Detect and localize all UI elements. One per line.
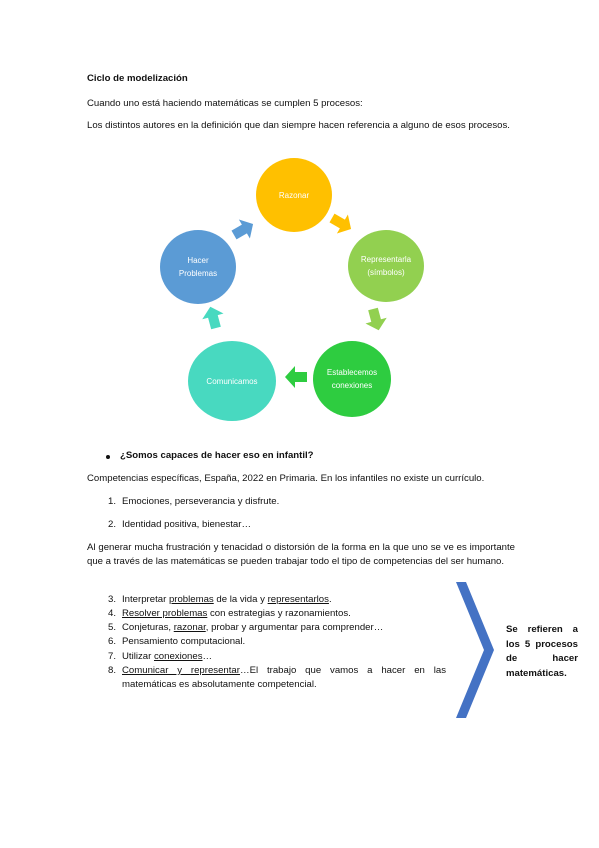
list-number: 8. bbox=[107, 665, 116, 676]
right-chevron-bracket-icon bbox=[456, 582, 494, 718]
list-number: 1. bbox=[107, 496, 116, 507]
cycle-arrows bbox=[202, 213, 387, 388]
list-text: Interpretar problemas de la vida y repre… bbox=[122, 594, 332, 605]
intro-paragraph: Los distintos autores en la definición q… bbox=[87, 120, 510, 131]
list-text: Resolver problemas con estrategias y raz… bbox=[122, 608, 351, 619]
frustration-paragraph: Al generar mucha frustración y tenacidad… bbox=[87, 542, 515, 567]
list-number: 6. bbox=[107, 636, 116, 647]
modeling-cycle-diagram: Razonar Representarla (símbolos) Estable… bbox=[150, 158, 450, 421]
node-establecemos: Establecemos conexiones bbox=[313, 341, 391, 417]
side-note: Se refieren a los 5 procesos de hacer ma… bbox=[506, 624, 578, 679]
list-text: Utilizar conexiones… bbox=[122, 651, 213, 662]
competencias-line: Competencias específicas, España, 2022 e… bbox=[87, 473, 485, 484]
arrow-establecemos-to-comunicamos bbox=[285, 366, 307, 388]
node-razonar: Razonar bbox=[256, 158, 332, 232]
bullet-question: ¿Somos capaces de hacer eso en infantil? bbox=[120, 450, 314, 461]
arrow-hacer-to-razonar bbox=[231, 219, 254, 240]
arrow-representarla-to-establecemos bbox=[365, 307, 387, 331]
list-text: Pensamiento computacional. bbox=[122, 636, 246, 647]
list-text: Identidad positiva, bienestar… bbox=[122, 519, 252, 530]
node-representarla: Representarla (símbolos) bbox=[348, 230, 424, 302]
list-number: 7. bbox=[107, 651, 116, 662]
list-number: 2. bbox=[107, 519, 116, 530]
list-text: Conjeturas, razonar, probar y argumentar… bbox=[122, 622, 384, 633]
list-text: Comunicar y representar…El trabajo que v… bbox=[122, 665, 446, 690]
bullet-dot bbox=[106, 455, 110, 459]
node-comunicamos: Comunicamos bbox=[188, 341, 276, 421]
list-text: Emociones, perseverancia y disfrute. bbox=[122, 496, 280, 507]
arrow-comunicamos-to-hacer bbox=[202, 306, 224, 330]
arrow-razonar-to-representarla bbox=[329, 213, 352, 234]
node-hacer-problemas: Hacer Problemas bbox=[160, 230, 236, 304]
list-number: 4. bbox=[107, 608, 116, 619]
list-number: 5. bbox=[107, 622, 116, 633]
list-number: 3. bbox=[107, 594, 116, 605]
intro-line: Cuando uno está haciendo matemáticas se … bbox=[87, 98, 363, 109]
section-title: Ciclo de modelización bbox=[87, 73, 188, 84]
